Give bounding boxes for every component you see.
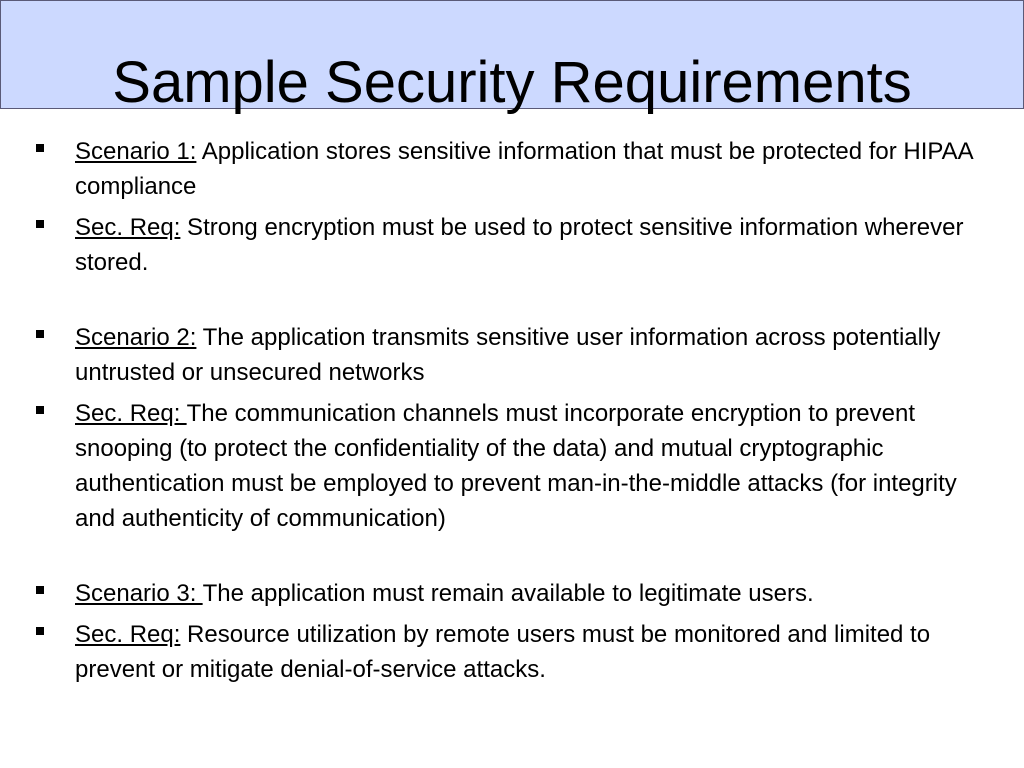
item-text: The communication channels must incorpor… — [75, 400, 957, 532]
square-bullet-icon — [36, 330, 44, 338]
list-item-scenario-1: Scenario 1: Application stores sensitive… — [36, 134, 986, 204]
item-label: Sec. Req: — [75, 621, 181, 648]
item-text: The application must remain available to… — [202, 580, 814, 607]
square-bullet-icon — [36, 627, 44, 635]
item-text: Strong encryption must be used to protec… — [75, 214, 964, 276]
square-bullet-icon — [36, 220, 44, 228]
list-item-scenario-3: Scenario 3: The application must remain … — [36, 576, 986, 611]
list-item-sec-req-3: Sec. Req: Resource utilization by remote… — [36, 617, 986, 687]
list-item-sec-req-1: Sec. Req: Strong encryption must be used… — [36, 210, 986, 280]
list-item-scenario-2: Scenario 2: The application transmits se… — [36, 320, 986, 390]
item-label: Scenario 1: — [75, 138, 197, 165]
item-text: The application transmits sensitive user… — [75, 324, 941, 386]
item-label: Scenario 3: — [75, 580, 203, 607]
square-bullet-icon — [36, 406, 44, 414]
item-text: Resource utilization by remote users mus… — [75, 621, 931, 683]
square-bullet-icon — [36, 586, 44, 594]
list-item-sec-req-2: Sec. Req: The communication channels mus… — [36, 396, 986, 536]
slide-title: Sample Security Requirements — [112, 50, 912, 115]
item-label: Sec. Req: — [75, 400, 187, 427]
item-label: Sec. Req: — [75, 214, 181, 241]
square-bullet-icon — [36, 144, 44, 152]
title-bar — [0, 0, 1024, 109]
item-text: Application stores sensitive information… — [75, 138, 973, 200]
requirements-list: Scenario 1: Application stores sensitive… — [36, 134, 986, 693]
item-label: Scenario 2: — [75, 324, 197, 351]
